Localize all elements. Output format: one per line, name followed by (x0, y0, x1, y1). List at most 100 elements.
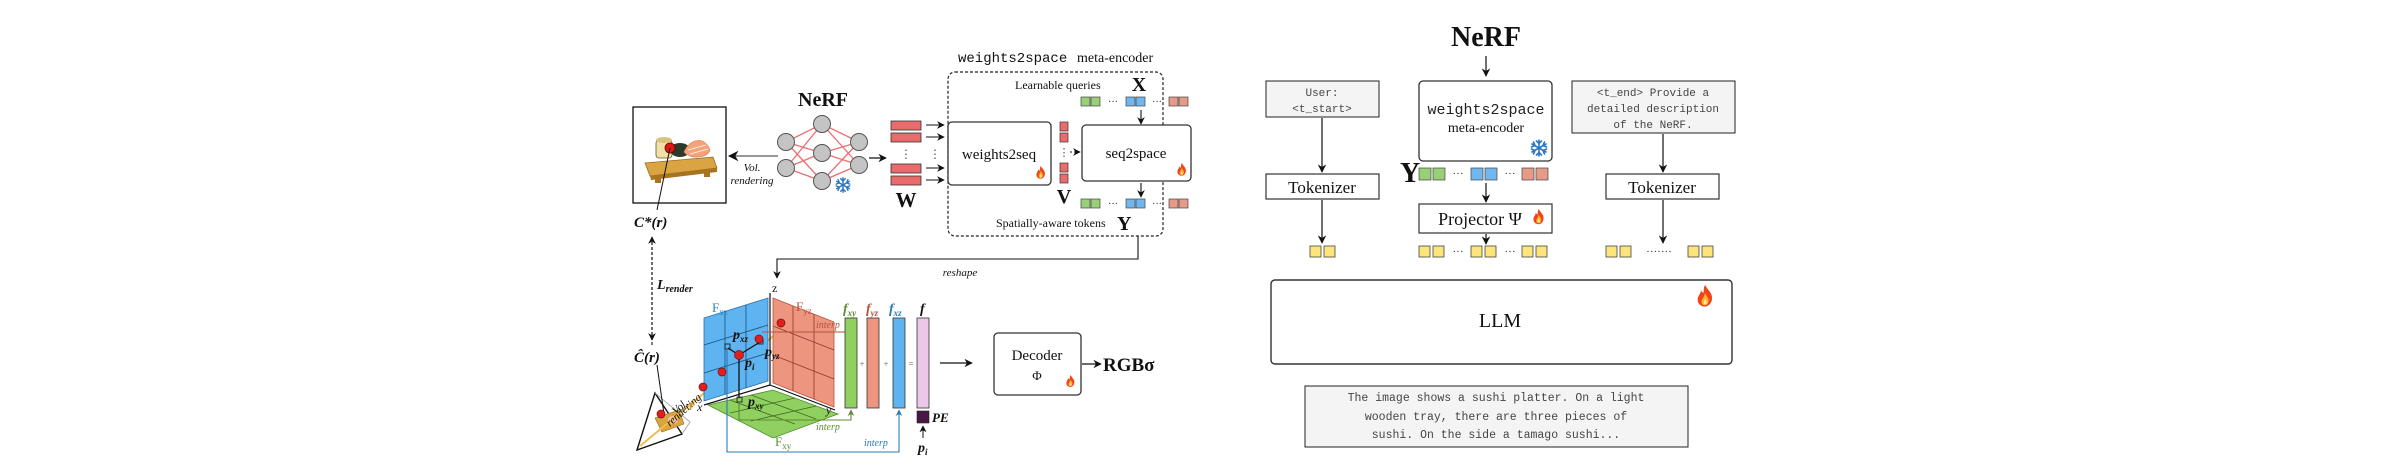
meta-encoder-title-serif: meta-encoder (1077, 51, 1154, 66)
triplane-yz (772, 297, 835, 408)
feature-label-xy: fxy (843, 302, 857, 318)
output-rgb-sigma: RGBσ (1103, 355, 1155, 376)
ellipsis: ··· (1152, 199, 1162, 210)
ellipsis: ··· (1453, 246, 1464, 258)
z-axis-label: z (772, 281, 777, 295)
end-prompt-box (1571, 80, 1736, 134)
ellipsis: ··· (1453, 168, 1464, 180)
pred-color-label: Ĉ(r) (634, 349, 660, 366)
feature-vector-xy (844, 317, 858, 409)
end-prompt-line-1: <t_end> Provide a (1597, 88, 1710, 100)
queries-symbol: X (1132, 74, 1147, 96)
y-symbol: Y (1400, 158, 1420, 189)
encoder-label-serif: meta-encoder (1448, 121, 1525, 136)
gt-color-label: C*(r) (634, 215, 667, 231)
pe-label: PE (932, 410, 949, 425)
output-line-1: The image shows a sushi platter. On a li… (1348, 392, 1645, 405)
feature-vector-sum (916, 317, 930, 409)
point-label-pxy: pxy (747, 395, 765, 411)
y-axis-label: y (825, 403, 832, 417)
svg-text:⋮: ⋮ (900, 147, 912, 161)
query-tokens (1080, 96, 1189, 107)
encoder-output-tokens (1418, 167, 1549, 181)
interp-arrow-xy (738, 402, 855, 421)
llm-block (1270, 279, 1733, 365)
ellipsis: ··· (1108, 97, 1118, 108)
nerf-title-right: NeRF (1451, 22, 1521, 53)
frozen-snowflake-icon (835, 177, 851, 193)
position-input-label: pi (917, 441, 928, 457)
plane-label-xy: Fxy (775, 434, 792, 451)
output-line-2: wooden tray, there are three pieces of (1365, 411, 1627, 424)
feature-vector-yz (866, 317, 880, 409)
encoder-label-mono: weights2space (1427, 102, 1544, 119)
vol-rendering-label-2: rendering (731, 175, 774, 187)
user-prompt-box (1265, 80, 1380, 118)
interp-label-xy: interp (816, 422, 840, 433)
ellipsis: ··· (1152, 97, 1162, 108)
interp-label-yz: interp (816, 320, 840, 331)
weights2seq-block (947, 121, 1052, 186)
sequence-symbol: V (1057, 186, 1072, 208)
feature-label-yz: fyz (866, 302, 879, 318)
feature-label-xz: fxz (889, 302, 902, 318)
render-loss-label: Lrender (656, 278, 693, 295)
plus-operator: + (859, 359, 864, 369)
projector-label: Projector Ψ (1438, 209, 1522, 229)
reshape-arrow (773, 236, 1139, 279)
output-description-box (1304, 385, 1689, 448)
weights-label: W (896, 188, 917, 212)
interp-label-xz: interp (864, 438, 888, 449)
decoder-block (993, 332, 1082, 396)
point-label-pi: pi (744, 356, 755, 372)
meta-encoder-block (1418, 80, 1553, 162)
user-prompt-line-1: User: (1305, 88, 1338, 100)
plus-operator: + (883, 359, 888, 369)
rendered-image-panel (632, 106, 727, 211)
weights2seq-label: weights2seq (962, 147, 1037, 163)
ellipsis: ··· (1108, 199, 1118, 210)
vol-rendering-label-1: Vol. (744, 162, 761, 174)
weight-blocks (890, 120, 922, 186)
user-prompt-line-2: <t_start> (1292, 104, 1351, 116)
interp-arrow-xz (726, 349, 903, 453)
point-label-pyz: pyz (764, 345, 780, 361)
nerf-network-icon (777, 115, 868, 190)
projector-block (1418, 203, 1553, 234)
decoder-symbol: Φ (1032, 368, 1042, 383)
svg-text:⋮: ⋮ (929, 147, 941, 161)
end-prompt-line-3: of the NeRF. (1613, 120, 1692, 132)
sequence-tokens (1059, 121, 1069, 184)
positional-encoding-block (916, 410, 930, 424)
spatial-tokens-label: Spatially-aware tokens (996, 216, 1106, 230)
ray-label: r (689, 399, 695, 414)
ray-sample-points (656, 318, 786, 419)
decoder-label: Decoder (1012, 348, 1063, 364)
tokenizer-left (1265, 173, 1380, 200)
ellipsis: ······· (1646, 246, 1672, 258)
reshape-label: reshape (943, 267, 978, 279)
tokenizer-left-label: Tokenizer (1288, 178, 1356, 197)
tokenizer-right (1605, 173, 1720, 200)
output-line-3: sushi. On the side a tamago sushi... (1372, 429, 1620, 442)
seq2space-label: seq2space (1106, 146, 1167, 162)
tokenizer-right-label: Tokenizer (1628, 178, 1696, 197)
plane-label-xz: Fxz (712, 300, 728, 317)
spatial-tokens-symbol: Y (1117, 213, 1132, 235)
feature-label-f: f (920, 302, 926, 317)
seq2space-block (1081, 124, 1192, 182)
llm-input-tokens (1309, 245, 1714, 258)
feature-vector-xz (892, 317, 906, 409)
spatial-tokens (1080, 198, 1189, 209)
x-axis-label: x (696, 400, 703, 414)
nerf-title: NeRF (798, 89, 848, 111)
point-label-pxz: pxz (732, 328, 749, 344)
end-prompt-line-2: detailed description (1587, 104, 1719, 116)
svg-text:⋮: ⋮ (1059, 147, 1070, 159)
equals-operator: = (908, 359, 913, 369)
learnable-queries-label: Learnable queries (1015, 78, 1101, 92)
plane-label-yz: Fyz (796, 299, 812, 316)
meta-encoder-title-mono: weights2space (958, 51, 1067, 67)
ellipsis: ··· (1505, 168, 1516, 180)
